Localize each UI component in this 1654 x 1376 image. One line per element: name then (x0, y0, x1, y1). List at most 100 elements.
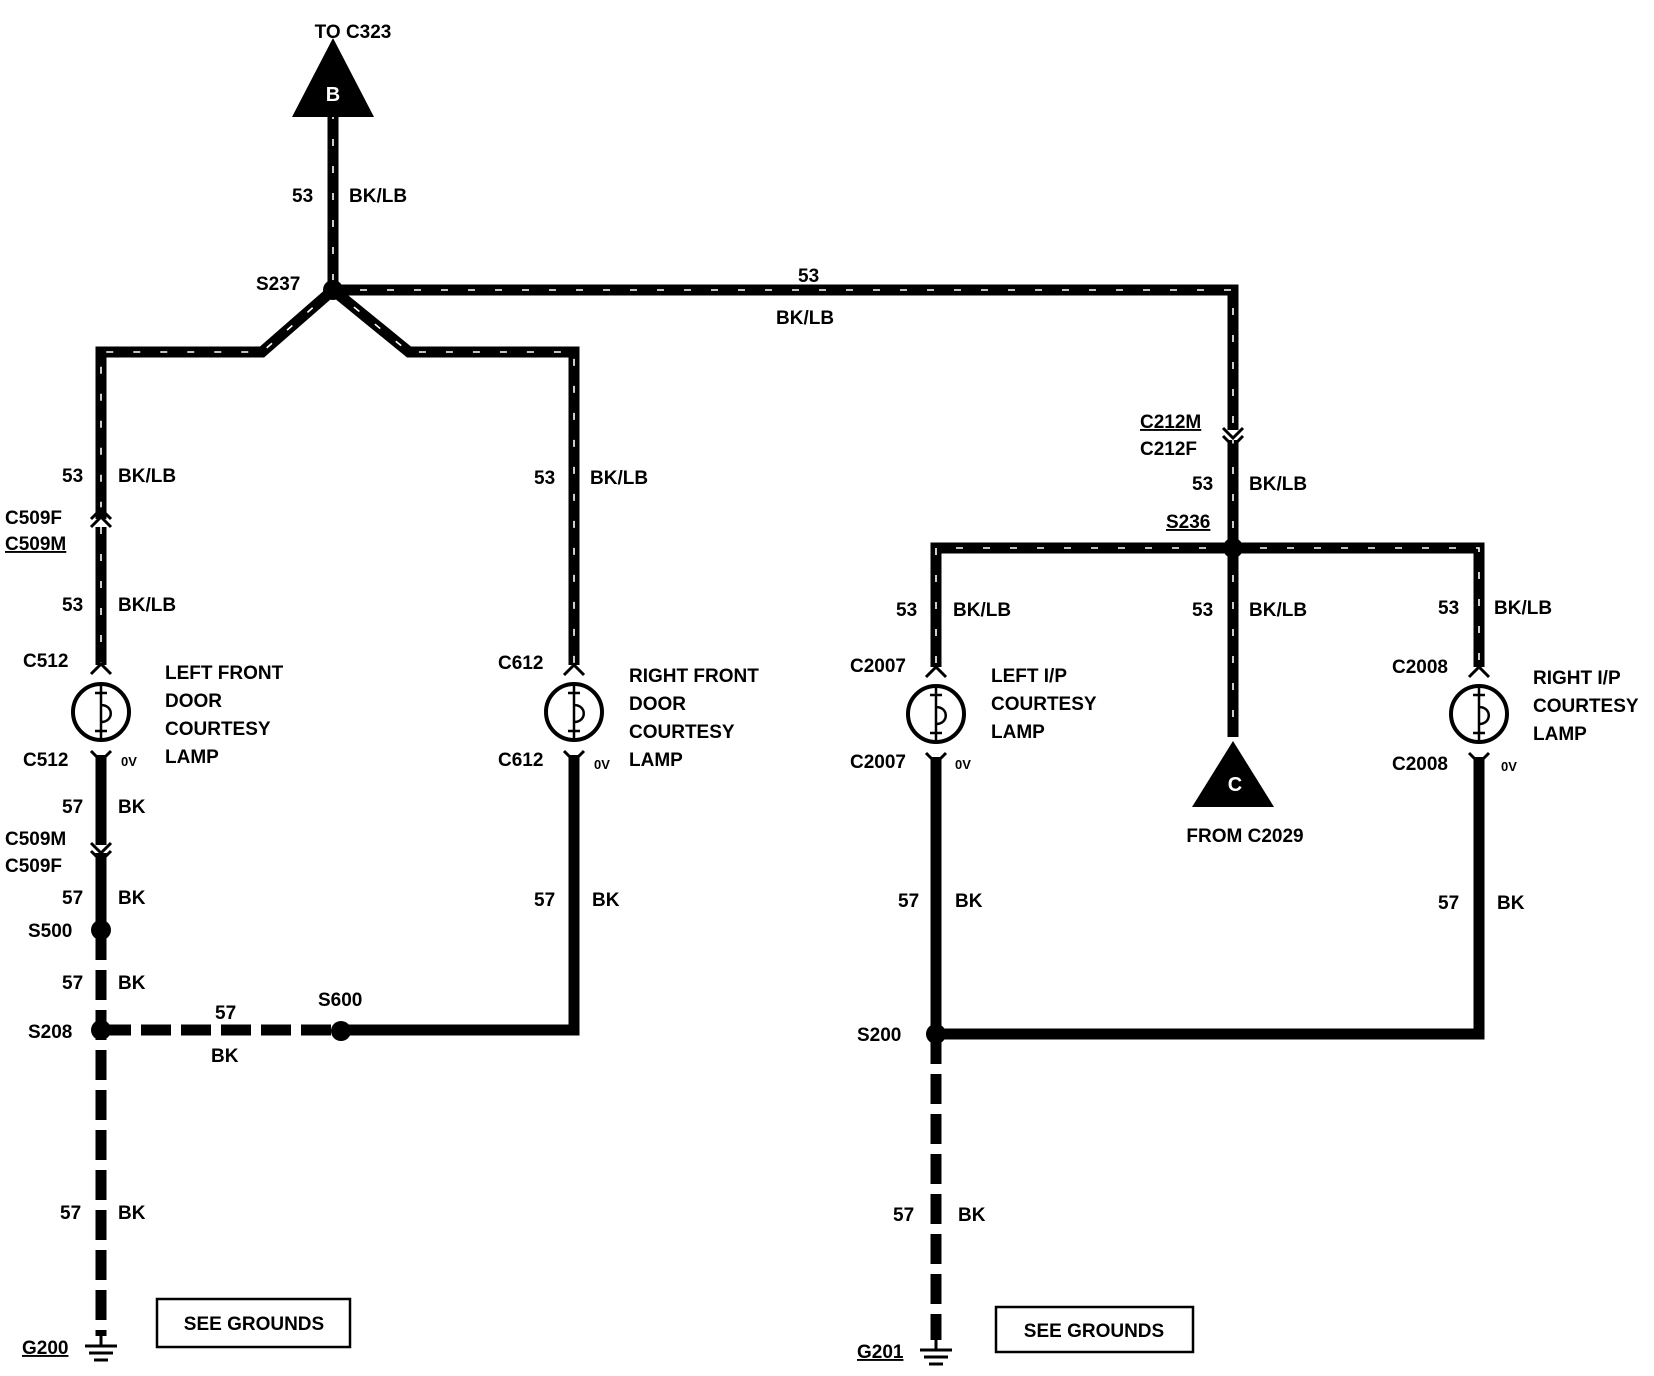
wire-number: 53 (534, 468, 555, 489)
wire-color: BK (211, 1046, 239, 1067)
inline-connector-c612-upper (562, 662, 586, 677)
lamp-label-line: RIGHT FRONT (629, 666, 759, 687)
inline-connector-c212 (1221, 426, 1245, 449)
wire-color: BK (118, 973, 146, 994)
inline-connector-c2007-lower (924, 751, 948, 766)
inline-connector-c509-upper (89, 506, 113, 529)
connector-label-c2007: C2007 (850, 752, 906, 773)
wire-color: BK/LB (118, 595, 176, 616)
splice-s200 (926, 1024, 946, 1044)
see-grounds-box-right (994, 1305, 1195, 1354)
wire-number: 53 (62, 466, 83, 487)
lamp-label-line: RIGHT I/P (1533, 668, 1621, 689)
splice-label-s237: S237 (256, 274, 300, 295)
wire-number: 53 (896, 600, 917, 621)
connector-label-c612: C612 (498, 750, 543, 771)
lamp-left-front-door (71, 682, 131, 742)
wire-color: BK/LB (1494, 598, 1552, 619)
wire-number: 57 (893, 1205, 914, 1226)
wire-color: BK/LB (1249, 474, 1307, 495)
wire-53-s237-left-front (95, 285, 337, 519)
splice-s600 (331, 1021, 351, 1041)
off-page-from-label: FROM C2029 (1186, 826, 1303, 847)
wire-number: 57 (62, 973, 83, 994)
connector-label-c2008: C2008 (1392, 754, 1448, 775)
voltage-label: 0V (1501, 759, 1517, 774)
lamp-label-line: COURTESY (165, 719, 271, 740)
lamp-label-line: COURTESY (1533, 696, 1639, 717)
lamp-left-ip-courtesy (906, 684, 966, 744)
inline-connector-c2008-lower (1467, 751, 1491, 766)
connector-label-c212m: C212M (1140, 412, 1201, 433)
voltage-label: 0V (955, 757, 971, 772)
wire-number: 57 (898, 891, 919, 912)
wire-color: BK/LB (776, 308, 834, 329)
ground-symbol-g200 (85, 1336, 117, 1362)
wire-53-bklb-group (95, 112, 1485, 737)
connector-label-c2008: C2008 (1392, 657, 1448, 678)
splice-s208 (91, 1020, 111, 1040)
splice-label-s200: S200 (857, 1025, 901, 1046)
ground-symbol-g201 (920, 1340, 952, 1366)
wire-color: BK (118, 888, 146, 909)
voltage-label: 0V (594, 757, 610, 772)
wire-57-bk-group (95, 755, 1485, 1340)
connector-label-c509m: C509M (5, 534, 66, 555)
lamp-label-line: LEFT I/P (991, 666, 1067, 687)
connector-label-c509m: C509M (5, 829, 66, 850)
see-grounds-box-left (155, 1297, 352, 1349)
ground-label-g200: G200 (22, 1338, 68, 1359)
splice-label-s500: S500 (28, 921, 72, 942)
lamp-label-line: LAMP (629, 750, 683, 771)
lamp-label-line: LAMP (991, 722, 1045, 743)
lamp-label-line: DOOR (629, 694, 686, 715)
wire-number: 53 (62, 595, 83, 616)
lamp-label-line: COURTESY (629, 722, 735, 743)
voltage-label: 0V (121, 754, 137, 769)
inline-connector-c512-upper (89, 661, 113, 676)
connector-label-c512: C512 (23, 750, 68, 771)
off-page-b-letter: B (326, 84, 340, 106)
inline-connector-c612-lower (562, 749, 586, 764)
wire-color: BK (118, 1203, 146, 1224)
see-grounds-label-right: SEE GROUNDS (1024, 1321, 1164, 1342)
inline-connector-c509-lower (89, 841, 113, 864)
lamp-right-ip-courtesy (1449, 684, 1509, 744)
wire-number: 53 (798, 266, 819, 287)
connector-label-c509f: C509F (5, 856, 62, 877)
wire-color: BK (592, 890, 620, 911)
splice-s500 (91, 920, 111, 940)
splice-label-s600: S600 (318, 990, 362, 1011)
wire-color: BK (958, 1205, 986, 1226)
lamp-label-line: LAMP (1533, 724, 1587, 745)
splice-label-s208: S208 (28, 1022, 72, 1043)
see-grounds-label-left: SEE GROUNDS (184, 1314, 324, 1335)
wire-color: BK/LB (349, 186, 407, 207)
ground-label-g201: G201 (857, 1342, 904, 1363)
wire-number: 57 (215, 1003, 236, 1024)
connector-label-c612: C612 (498, 653, 543, 674)
wire-number: 53 (1438, 598, 1459, 619)
lamp-label-line: COURTESY (991, 694, 1097, 715)
wire-color: BK/LB (953, 600, 1011, 621)
wire-number: 57 (534, 890, 555, 911)
inline-connector-c2007-upper (924, 664, 948, 679)
off-page-to-label: TO C323 (315, 22, 392, 43)
off-page-c-letter: C (1228, 774, 1242, 796)
wire-number: 57 (60, 1203, 81, 1224)
connector-label-c512: C512 (23, 651, 68, 672)
wire-number: 57 (1438, 893, 1459, 914)
off-page-connector-b (292, 38, 374, 117)
lamp-label-line: LAMP (165, 747, 219, 768)
wire-number: 53 (1192, 600, 1213, 621)
connector-label-c212f: C212F (1140, 439, 1197, 460)
wire-number: 57 (62, 888, 83, 909)
wire-57-s200-to-c2008 (936, 757, 1485, 1040)
wire-53-s237-right-front (329, 285, 580, 665)
connector-label-c2007: C2007 (850, 656, 906, 677)
inline-connector-c512-lower (89, 749, 113, 764)
wire-color: BK (955, 891, 983, 912)
connector-label-c509f: C509F (5, 508, 62, 529)
inline-connector-c2008-upper (1467, 664, 1491, 679)
